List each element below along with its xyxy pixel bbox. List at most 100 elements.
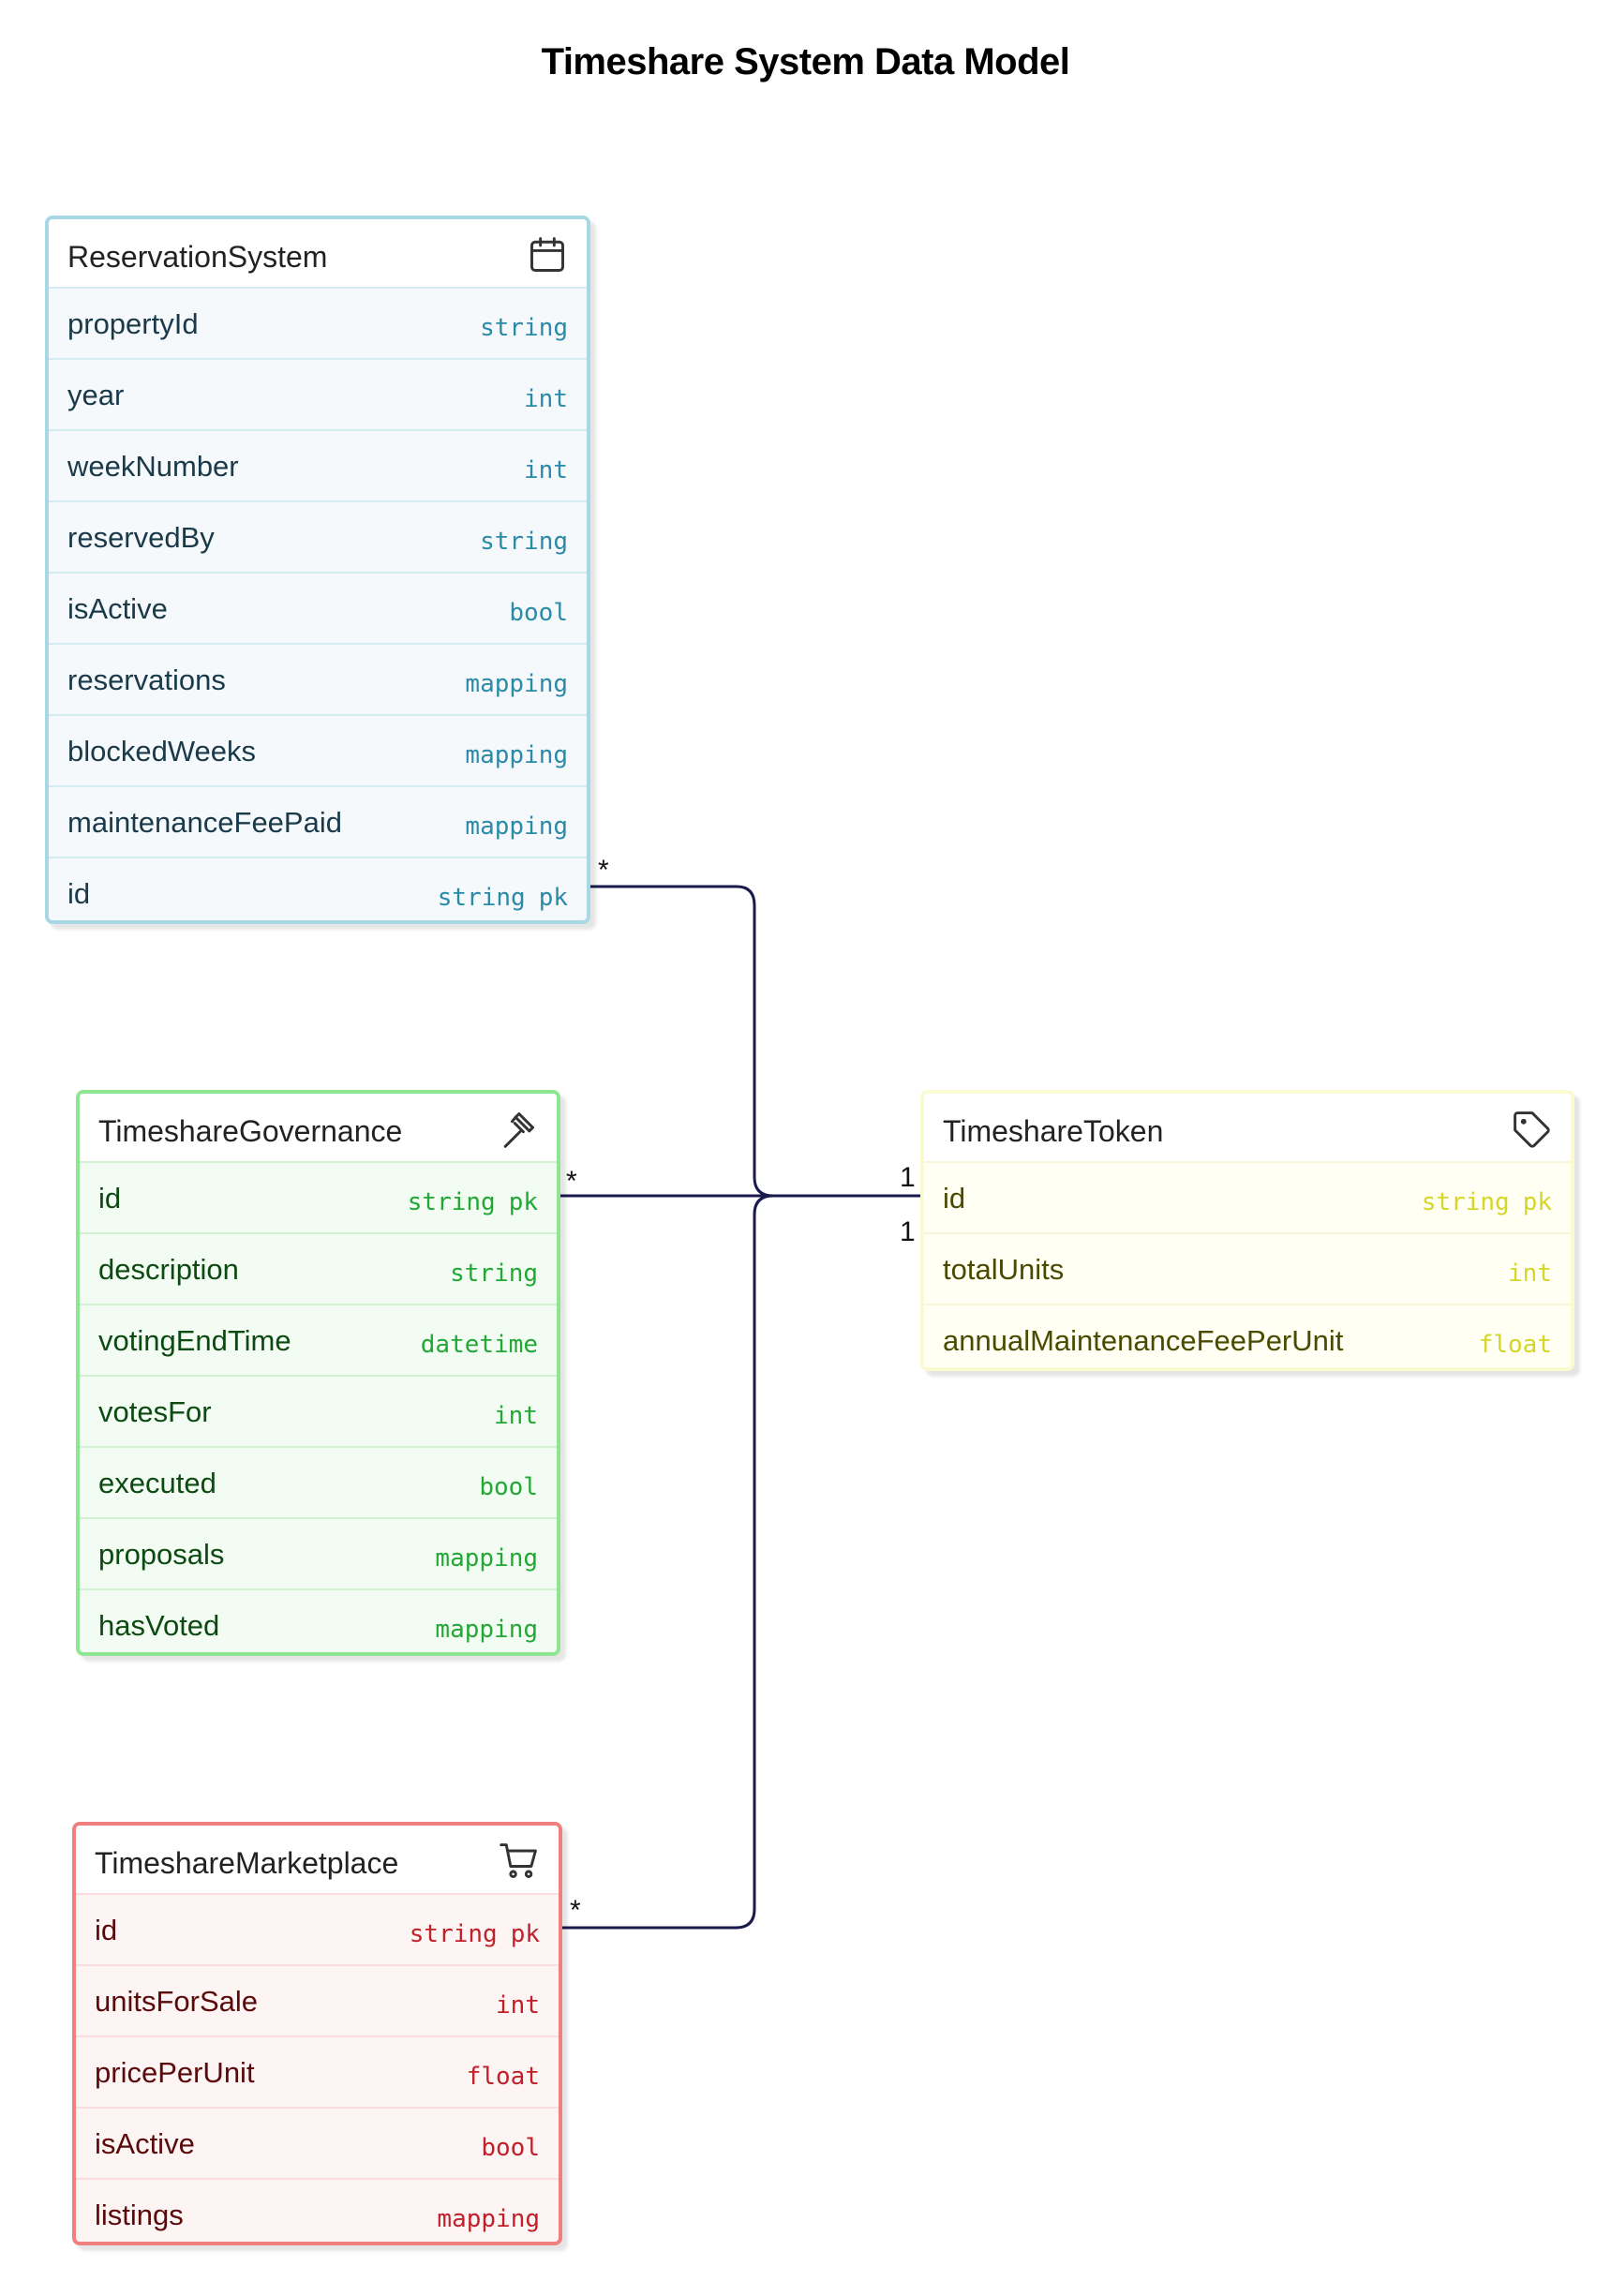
field-name: unitsForSale bbox=[95, 1985, 259, 2018]
field-type: bool bbox=[509, 599, 568, 627]
entity-name: TimeshareGovernance bbox=[98, 1114, 403, 1148]
field-type-value: bool bbox=[481, 2134, 540, 2162]
field-name: propertyId bbox=[67, 307, 199, 340]
field-name: listings bbox=[95, 2199, 184, 2231]
field-type: bool bbox=[479, 1473, 538, 1501]
relationship-line-marketplace-token bbox=[551, 1194, 930, 1930]
field-type-value: float bbox=[466, 2063, 540, 2091]
field-name: pricePerUnit bbox=[95, 2056, 255, 2089]
field-type-value: mapping bbox=[437, 2205, 540, 2233]
field-type-value: string bbox=[407, 1188, 496, 1216]
primary-key-marker: pk bbox=[1522, 1188, 1552, 1216]
relationship-line-reservation-token bbox=[581, 885, 930, 1198]
field-type: mapping bbox=[465, 741, 568, 769]
field-type: float bbox=[1479, 1331, 1552, 1359]
primary-key-marker: pk bbox=[510, 1920, 540, 1948]
field-row: unitsForSale int bbox=[76, 1964, 559, 2035]
field-type-value: mapping bbox=[435, 1616, 538, 1644]
field-name: votesFor bbox=[98, 1395, 212, 1428]
field-row: hasVoted mapping bbox=[80, 1588, 557, 1652]
tag-icon bbox=[1514, 1111, 1550, 1148]
field-name: id bbox=[98, 1182, 122, 1215]
cardinality-reservation-many: * bbox=[598, 855, 609, 886]
field-type: string pk bbox=[410, 1920, 540, 1948]
field-type: int bbox=[494, 1402, 538, 1430]
field-type-value: float bbox=[1478, 1331, 1552, 1359]
field-type: int bbox=[496, 1991, 540, 2020]
field-type-value: int bbox=[496, 1991, 540, 2020]
field-type-value: mapping bbox=[465, 670, 568, 698]
field-name: maintenanceFeePaid bbox=[67, 806, 342, 839]
field-name: executed bbox=[98, 1467, 216, 1499]
field-row: id string pk bbox=[76, 1893, 559, 1964]
field-row: year int bbox=[49, 358, 587, 429]
field-name: year bbox=[67, 379, 125, 411]
entity-reservation-system[interactable]: ReservationSystem propertyId string year in… bbox=[45, 216, 590, 924]
field-name: votingEndTime bbox=[98, 1324, 291, 1357]
field-type: mapping bbox=[435, 1616, 538, 1644]
field-type: int bbox=[524, 456, 568, 485]
cardinality-governance-many: * bbox=[566, 1166, 577, 1197]
field-type: int bbox=[524, 385, 568, 413]
field-type-value: bool bbox=[479, 1473, 538, 1501]
field-type: mapping bbox=[465, 670, 568, 698]
field-type: int bbox=[1508, 1260, 1552, 1288]
field-type-value: mapping bbox=[465, 741, 568, 769]
field-name: hasVoted bbox=[98, 1609, 220, 1642]
field-name: reservations bbox=[67, 663, 226, 696]
field-type-value: string bbox=[450, 1260, 538, 1288]
field-row: description string bbox=[80, 1232, 557, 1304]
field-row: reservations mapping bbox=[49, 643, 587, 714]
field-type: string bbox=[480, 528, 568, 556]
gavel-icon bbox=[503, 1112, 534, 1148]
entity-name: TimeshareToken bbox=[943, 1114, 1164, 1148]
cardinality-token-one-c: 1 bbox=[900, 1216, 916, 1247]
field-name: isActive bbox=[95, 2127, 195, 2160]
field-name: annualMaintenanceFeePerUnit bbox=[943, 1324, 1344, 1357]
field-name: id bbox=[95, 1914, 118, 1946]
field-name: description bbox=[98, 1253, 239, 1286]
field-type-value: string bbox=[480, 314, 568, 342]
field-row: pricePerUnit float bbox=[76, 2035, 559, 2107]
field-type: mapping bbox=[435, 1544, 538, 1573]
cardinality-token-one-a: 1 bbox=[900, 1162, 916, 1193]
field-name: totalUnits bbox=[943, 1253, 1065, 1286]
field-type-value: mapping bbox=[435, 1544, 538, 1573]
primary-key-marker: pk bbox=[538, 884, 568, 912]
field-type: bool bbox=[481, 2134, 540, 2162]
field-type-value: int bbox=[1508, 1260, 1552, 1288]
calendar-icon bbox=[530, 237, 564, 272]
field-type-value: string bbox=[480, 528, 568, 556]
field-row: votingEndTime datetime bbox=[80, 1304, 557, 1375]
field-type: mapping bbox=[465, 813, 568, 841]
cart-icon bbox=[500, 1843, 537, 1878]
field-row: weekNumber int bbox=[49, 429, 587, 500]
field-row: votesFor int bbox=[80, 1375, 557, 1446]
field-type: datetime bbox=[421, 1331, 538, 1359]
field-type: mapping bbox=[437, 2205, 540, 2233]
entity-header: TimeshareGovernance bbox=[80, 1094, 557, 1161]
field-type: string bbox=[480, 314, 568, 342]
field-row: annualMaintenanceFeePerUnit float bbox=[924, 1304, 1571, 1367]
field-type-value: bool bbox=[509, 599, 568, 627]
field-row: maintenanceFeePaid mapping bbox=[49, 785, 587, 857]
field-type: string pk bbox=[438, 884, 568, 912]
entity-header: TimeshareToken bbox=[924, 1094, 1571, 1161]
entity-name: TimeshareMarketplace bbox=[95, 1846, 399, 1880]
field-type-value: string bbox=[437, 884, 526, 912]
field-row: executed bool bbox=[80, 1446, 557, 1517]
cardinality-marketplace-many: * bbox=[570, 1895, 581, 1926]
entity-name: ReservationSystem bbox=[67, 240, 328, 274]
field-name: weekNumber bbox=[67, 450, 239, 483]
field-type-value: string bbox=[409, 1920, 498, 1948]
entity-timeshare-marketplace[interactable]: TimeshareMarketplace id string pk unitsForS… bbox=[72, 1822, 562, 2245]
